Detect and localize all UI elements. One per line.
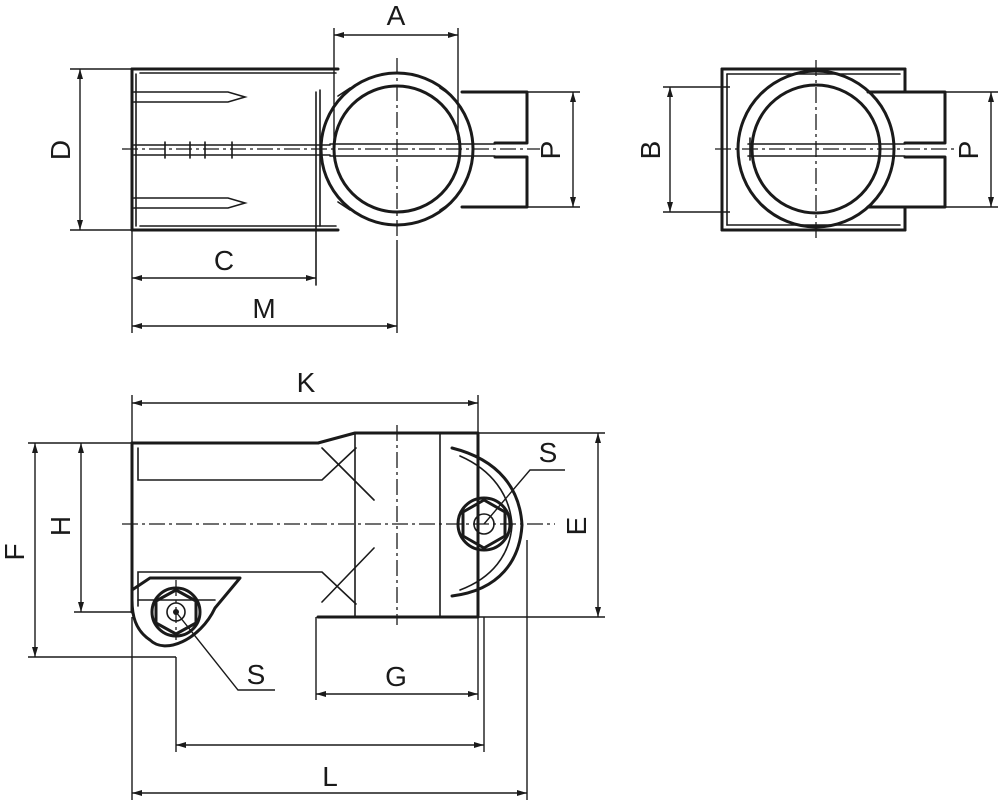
label-p-side: P [953, 141, 984, 160]
label-d: D [45, 140, 76, 160]
dimension-lines [28, 28, 998, 800]
label-s-bottom: S [247, 659, 266, 690]
label-s-top: S [539, 437, 558, 468]
label-p-front: P [535, 141, 566, 160]
label-k: K [297, 367, 316, 398]
label-h: H [45, 516, 76, 536]
label-e: E [561, 517, 592, 536]
label-b: B [635, 141, 666, 160]
front-view [122, 58, 540, 286]
dimension-labels: A D P C M B P K E H F G L S S [0, 0, 984, 792]
label-l: L [322, 761, 338, 792]
label-f: F [0, 543, 30, 560]
side-view [715, 60, 955, 240]
bottom-view [122, 425, 555, 648]
label-c: C [214, 245, 234, 276]
label-a: A [387, 0, 406, 31]
label-g: G [385, 661, 407, 692]
label-m: M [252, 293, 275, 324]
